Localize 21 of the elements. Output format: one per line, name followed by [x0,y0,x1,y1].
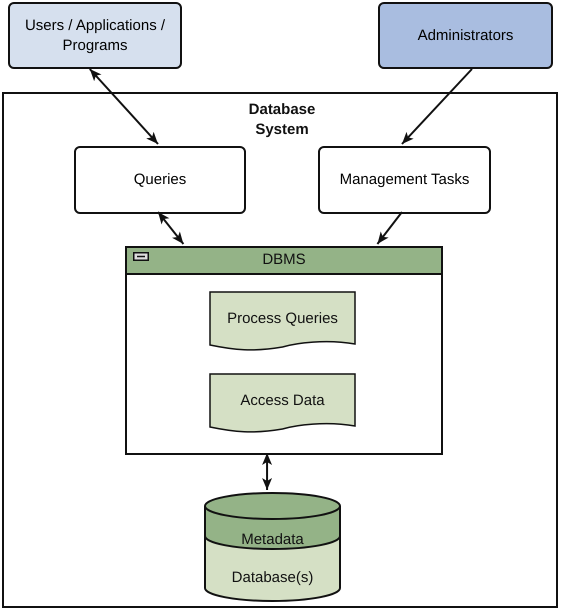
metadata-label: Metadata [240,530,305,550]
process-box [8,2,182,69]
arrow [157,211,184,245]
system-title: Database System [248,100,316,140]
window-title: DBMS [261,250,307,270]
system-boundary [2,92,558,608]
database-label: Database(s) [230,568,314,588]
box-label: Queries [132,170,188,190]
box-label: Users / Applications / Programs [24,16,166,56]
dbms-window [125,246,443,455]
box-label: Administrators [416,26,514,46]
process-box [378,2,553,69]
arrow [262,453,272,490]
arrow [89,68,159,145]
arrow [401,68,473,145]
step-label: Access Data [239,391,326,411]
process-box [74,146,246,214]
box-label: Management Tasks [338,170,470,190]
process-box [318,146,491,214]
step-label: Process Queries [226,309,339,329]
arrow [376,211,403,245]
